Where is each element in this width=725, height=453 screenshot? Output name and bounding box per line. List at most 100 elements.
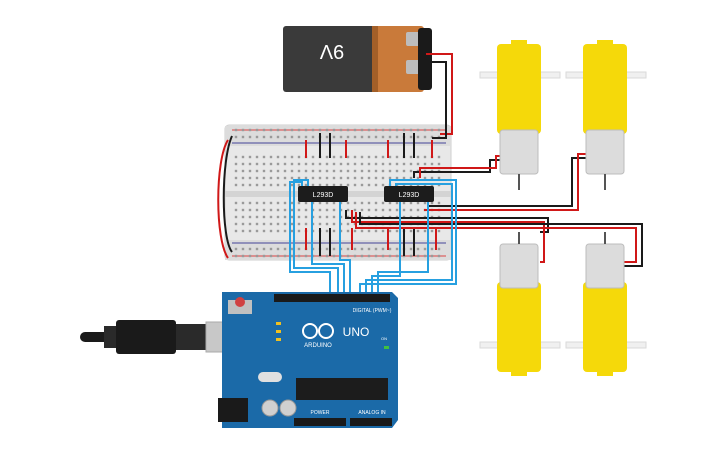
l293d-chip-right[interactable]: L293D: [384, 186, 434, 202]
breadboard-hole: [234, 162, 238, 166]
breadboard-hole: [381, 201, 385, 205]
battery-terminal-negative: [406, 60, 420, 74]
breadboard-hole: [276, 162, 280, 166]
breadboard-hole: [234, 176, 238, 180]
breadboard-hole: [248, 215, 252, 219]
breadboard-hole: [374, 201, 378, 205]
breadboard-hole: [346, 201, 350, 205]
breadboard-hole: [409, 162, 413, 166]
arduino-logo: [302, 323, 334, 339]
arduino-brand: ARDUINO: [304, 343, 332, 349]
status-led: [276, 330, 281, 333]
breadboard-hole: [318, 176, 322, 180]
breadboard-hole: [360, 201, 364, 205]
breadboard-hole: [332, 254, 336, 258]
on-label: ON: [381, 336, 387, 341]
breadboard-hole: [269, 128, 273, 132]
breadboard-hole: [325, 176, 329, 180]
breadboard-hole: [395, 169, 399, 173]
breadboard-hole: [304, 176, 308, 180]
breadboard-hole: [381, 254, 385, 258]
breadboard-hole: [290, 215, 294, 219]
breadboard-hole: [423, 229, 427, 233]
breadboard-hole: [234, 128, 238, 132]
breadboard-hole: [248, 247, 252, 251]
breadboard-hole: [395, 201, 399, 205]
breadboard-hole: [346, 176, 350, 180]
breadboard-hole: [339, 169, 343, 173]
breadboard-hole: [276, 155, 280, 159]
arduino-uno-board[interactable]: ARDUINO UNO DIGITAL (PWM~) POWER ANALOG …: [218, 292, 398, 428]
breadboard-hole: [353, 155, 357, 159]
breadboard-hole: [304, 135, 308, 139]
breadboard-hole: [276, 135, 280, 139]
breadboard-hole: [318, 208, 322, 212]
breadboard-hole: [290, 162, 294, 166]
breadboard-hole: [234, 183, 238, 187]
breadboard-hole: [262, 128, 266, 132]
l293d-chip-left[interactable]: L293D: [298, 186, 348, 202]
breadboard-hole: [409, 208, 413, 212]
breadboard-hole: [346, 162, 350, 166]
capacitor-1: [261, 399, 279, 417]
breadboard-hole: [374, 155, 378, 159]
breadboard-hole: [241, 155, 245, 159]
breadboard-hole: [304, 222, 308, 226]
breadboard-hole: [290, 222, 294, 226]
usb-cable[interactable]: [80, 320, 247, 354]
breadboard-hole: [367, 201, 371, 205]
breadboard-hole: [437, 254, 441, 258]
status-leds: [276, 322, 389, 349]
breadboard-hole: [395, 135, 399, 139]
breadboard-hole: [416, 247, 420, 251]
reset-button[interactable]: [235, 297, 245, 307]
breadboard-hole: [353, 229, 357, 233]
motor-top-left[interactable]: [479, 40, 561, 190]
breadboard-hole: [423, 155, 427, 159]
breadboard-hole: [297, 183, 301, 187]
breadboard-hole: [269, 215, 273, 219]
breadboard-hole: [241, 176, 245, 180]
breadboard-hole: [353, 135, 357, 139]
breadboard-hole: [395, 128, 399, 132]
motor-bottom-left[interactable]: [479, 232, 561, 376]
breadboard-hole: [283, 208, 287, 212]
breadboard-hole: [430, 201, 434, 205]
motor-top-right[interactable]: [565, 40, 647, 190]
breadboard-hole: [416, 254, 420, 258]
breadboard-hole: [332, 128, 336, 132]
breadboard-hole: [297, 135, 301, 139]
breadboard-hole: [339, 128, 343, 132]
breadboard-hole: [395, 247, 399, 251]
breadboard-hole: [423, 254, 427, 258]
breadboard-hole: [269, 162, 273, 166]
breadboard-hole: [437, 128, 441, 132]
breadboard-hole: [255, 128, 259, 132]
breadboard-hole: [423, 128, 427, 132]
breadboard-hole: [304, 183, 308, 187]
breadboard-hole: [381, 128, 385, 132]
breadboard-hole: [325, 247, 329, 251]
breadboard-hole: [241, 162, 245, 166]
breadboard-hole: [269, 229, 273, 233]
breadboard-hole: [241, 208, 245, 212]
breadboard-hole: [346, 135, 350, 139]
motor-bottom-right[interactable]: [565, 232, 647, 376]
digital-header: [274, 294, 390, 302]
status-led: [276, 338, 281, 341]
breadboard-hole: [248, 254, 252, 258]
breadboard-hole: [381, 229, 385, 233]
breadboard-hole: [325, 201, 329, 205]
breadboard-hole: [255, 176, 259, 180]
breadboard-hole: [402, 208, 406, 212]
breadboard-hole: [325, 183, 329, 187]
breadboard-hole: [325, 254, 329, 258]
breadboard-hole: [283, 247, 287, 251]
power-label: POWER: [311, 410, 330, 416]
breadboard-hole: [297, 215, 301, 219]
breadboard-hole: [381, 135, 385, 139]
breadboard-hole: [290, 229, 294, 233]
breadboard-hole: [283, 215, 287, 219]
breadboard-hole: [234, 208, 238, 212]
battery-9v[interactable]: 9V: [283, 26, 432, 92]
